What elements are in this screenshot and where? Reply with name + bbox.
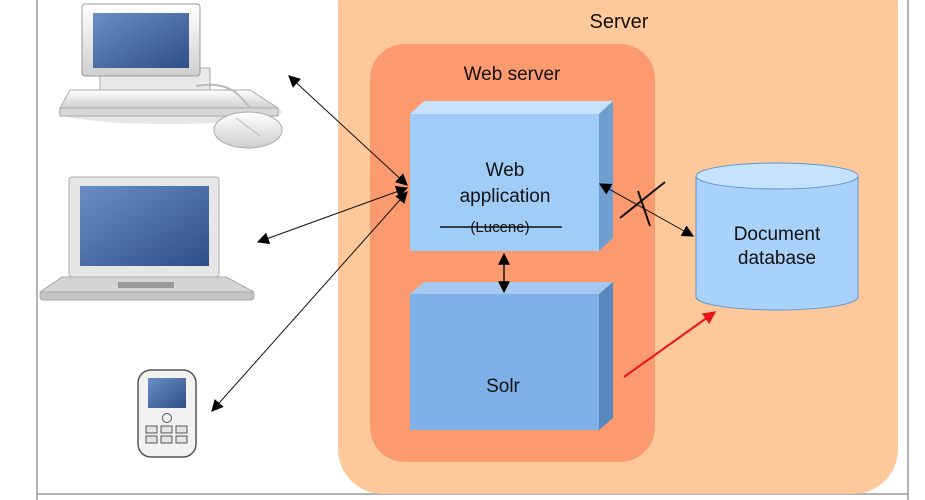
desktop-to-web-application-connector: [288, 75, 408, 186]
document-database-label-line1: Document: [734, 224, 821, 245]
solr-box: Solr: [410, 282, 613, 430]
connection-cross-mark-1: [619, 181, 666, 219]
solr-to-database-red-arrow: [623, 311, 717, 378]
document-database-label-line2: database: [738, 248, 816, 269]
web-application-to-database-connector: [598, 183, 695, 237]
web-application-label-line2: application: [460, 186, 551, 207]
phone-to-web-application-connector: [211, 191, 408, 412]
solr-label: Solr: [486, 376, 520, 397]
web-application-label-line1: Web: [486, 160, 525, 181]
web-server-label: Web server: [464, 64, 561, 85]
laptop-icon: [38, 176, 255, 301]
document-database-cylinder: Document database: [695, 162, 859, 311]
connection-cross-mark-2: [637, 190, 651, 227]
server-label: Server: [590, 11, 649, 33]
desktop-computer-icon: [58, 3, 283, 149]
mobile-phone-icon: [137, 369, 197, 458]
web-application-box: Web application (Lucene): [410, 101, 613, 251]
